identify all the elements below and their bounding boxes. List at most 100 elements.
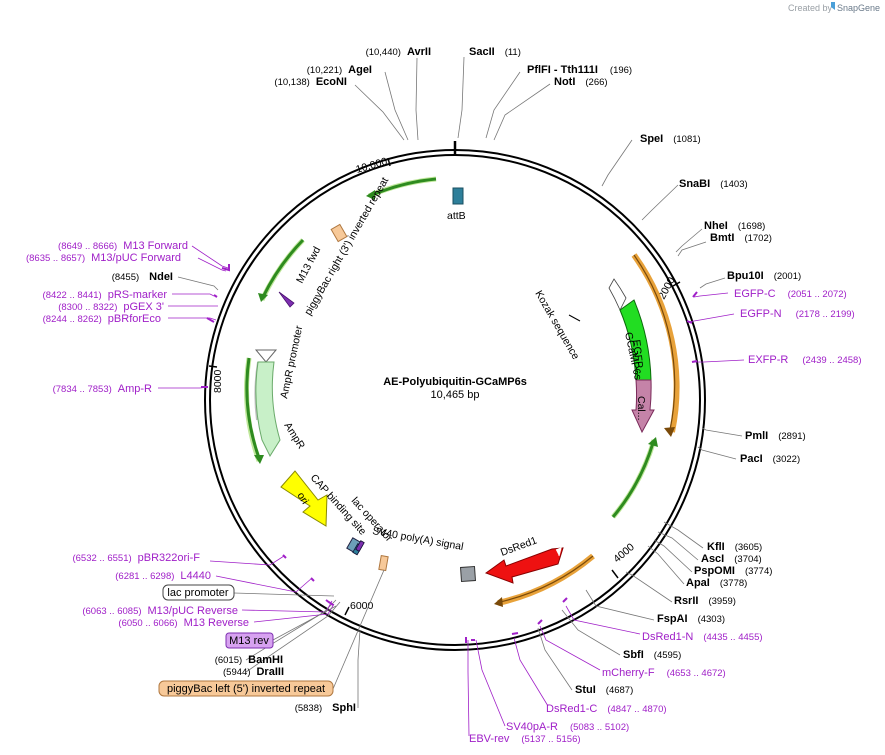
ampr-feature[interactable]: [255, 361, 281, 458]
primer-pgex-3[interactable]: (8300 .. 8322)pGEX 3': [58, 301, 164, 313]
boxed-feature-labels: lac promoter M13 rev piggyBac left (5') …: [158, 569, 385, 697]
piggybac-right-feature[interactable]: [330, 223, 348, 243]
arrow-right-bg: [611, 439, 657, 519]
primer-prs-marker[interactable]: (8422 .. 8441)pRS-marker: [43, 289, 168, 301]
attb-feature[interactable]: [452, 187, 464, 205]
primer-pbrforeco[interactable]: (8244 .. 8262)pBRforEco: [43, 313, 161, 325]
tick-label-4000: 4000: [611, 541, 637, 565]
tick-2000: [672, 281, 681, 287]
site-snabi[interactable]: SnaBI(1403): [679, 178, 748, 190]
sv40-polya-feature[interactable]: [459, 565, 477, 583]
site-apai[interactable]: ApaI(3778): [686, 577, 747, 589]
primer-m13-puc-reverse[interactable]: (6063 .. 6085)M13/pUC Reverse: [82, 605, 238, 617]
site-agei[interactable]: (10,221)AgeI: [307, 64, 372, 76]
m13-fwd-label: M13 fwd: [294, 245, 323, 286]
site-pflfi-tth111i[interactable]: PflFI - Tth111I(196): [527, 64, 632, 76]
primer-mcherry-f[interactable]: mCherry-F(4653 .. 4672): [602, 667, 726, 679]
tick-4000: [611, 569, 619, 579]
cal-feature[interactable]: [631, 379, 655, 434]
site-leader-lines: [177, 56, 743, 708]
piggybac-left-box[interactable]: [158, 680, 334, 697]
site-kfli[interactable]: KflI(3605): [707, 541, 762, 553]
primer-labels: (8649 .. 8666)M13 Forward (8635 .. 8657)…: [26, 240, 862, 745]
site-sbfi[interactable]: SbfI(4595): [623, 649, 681, 661]
primer-sv40pa-r[interactable]: SV40pA-R(5083 .. 5102): [506, 721, 629, 733]
site-econi[interactable]: (10,138)EcoNI: [274, 76, 347, 88]
primer-m13-reverse[interactable]: (6050 .. 6066)M13 Reverse: [118, 617, 249, 629]
lac-promoter-label: lac promoter: [167, 587, 228, 599]
primer-leader-lines: [158, 245, 745, 737]
snapgene-logo-icon: [831, 2, 835, 10]
attb-label: attB: [447, 210, 466, 222]
piggybac-left-feature[interactable]: [378, 555, 389, 572]
lac-cluster-feature[interactable]: [346, 537, 365, 556]
primer-pbr322ori-f[interactable]: (6532 .. 6551)pBR322ori-F: [72, 552, 200, 564]
primer-marks: [201, 264, 698, 643]
site-labels: (10,440)AvrII SacII(11) PflFI - Tth111I(…: [112, 46, 806, 714]
primer-dsred1-n[interactable]: DsRed1-N(4435 .. 4455): [642, 631, 763, 643]
created-by-text: Created by: [788, 3, 833, 13]
orange-arc-bottom-head: [494, 597, 503, 607]
tick-8000: [208, 365, 218, 368]
orange-arc-cores: [499, 254, 676, 603]
egfp-label: EGFP...: [630, 339, 646, 376]
primer-egfp-c[interactable]: EGFP-C(2051 .. 2072): [734, 288, 847, 300]
dsred1-label: DsRed1: [499, 535, 539, 559]
ori-feature[interactable]: [280, 470, 328, 527]
lac-promoter-box[interactable]: [162, 584, 235, 601]
arrow-left-upper-bg: [259, 238, 305, 302]
site-spei[interactable]: SpeI(1081): [640, 133, 701, 145]
primer-l4440[interactable]: (6281 .. 6298)L4440: [115, 570, 211, 582]
primer-m13-forward[interactable]: (8649 .. 8666)M13 Forward: [58, 240, 188, 252]
site-stui[interactable]: StuI(4687): [575, 684, 633, 696]
site-asci[interactable]: AscI(3704): [701, 553, 762, 565]
site-sphi[interactable]: (5838)SphI: [295, 702, 356, 714]
ori-label: ori: [294, 490, 310, 506]
m13-rev-label: M13 rev: [229, 635, 269, 647]
site-ndei[interactable]: (8455)NdeI: [112, 271, 173, 283]
site-rsrii[interactable]: RsrII(3959): [674, 595, 736, 607]
arrow-left-lower: [245, 357, 261, 459]
kozak-label: Kozak sequence: [532, 289, 581, 362]
m13-rev-box[interactable]: [225, 632, 274, 649]
site-bpu10i[interactable]: Bpu10I(2001): [727, 270, 801, 282]
site-paci[interactable]: PacI(3022): [740, 453, 800, 465]
ampr-promoter-feature[interactable]: [254, 349, 278, 363]
site-avrii[interactable]: (10,440)AvrII: [366, 46, 431, 58]
site-pmli[interactable]: PmlI(2891): [745, 430, 806, 442]
ampr-label: AmpR: [281, 420, 307, 451]
direction-arrowheads: [254, 190, 658, 464]
backbone-ticks: 2000 4000 6000 8000 10,000: [208, 155, 681, 616]
gcamp-start-hatch: [608, 278, 627, 311]
cal-label: Cal...: [635, 396, 647, 421]
site-pspomi[interactable]: PspOMI(3774): [694, 565, 772, 577]
m13-fwd-feature[interactable]: [278, 291, 295, 308]
tick-10000: [387, 157, 391, 167]
plasmid-size: 10,465 bp: [431, 389, 480, 401]
dsred1-feature[interactable]: [484, 547, 564, 584]
piggybac-left-label: piggyBac left (5') inverted repeat: [167, 683, 325, 695]
primer-exfp-r[interactable]: EXFP-R(2439 .. 2458): [748, 354, 862, 366]
site-sacii[interactable]: SacII(11): [469, 46, 521, 58]
tick-label-10000: 10,000: [355, 155, 389, 175]
kozak-feature[interactable]: [568, 314, 581, 322]
site-draiii[interactable]: (5944)DraIII: [223, 666, 284, 678]
primer-egfp-n[interactable]: EGFP-N(2178 .. 2199): [740, 308, 855, 320]
primer-amp-r[interactable]: (7834 .. 7853)Amp-R: [53, 383, 152, 395]
site-nhei[interactable]: NheI(1698): [704, 220, 765, 232]
site-fspai[interactable]: FspAI(4303): [657, 613, 725, 625]
tick-6000: [344, 606, 350, 616]
site-noti[interactable]: NotI(266): [554, 76, 608, 88]
site-bmti[interactable]: BmtI(1702): [710, 232, 772, 244]
arrow-top: [371, 177, 437, 197]
backbone: [204, 141, 706, 651]
plasmid-name: AE-Polyubiquitin-GCaMP6s: [383, 376, 527, 388]
sv40-polya-label: SV40 poly(A) signal: [371, 525, 464, 553]
primer-m13-puc-forward[interactable]: (8635 .. 8657)M13/pUC Forward: [26, 252, 181, 264]
primer-ebv-rev[interactable]: EBV-rev(5137 .. 5156): [469, 733, 581, 745]
dsred1-hatch: [555, 547, 562, 557]
tick-label-8000: 8000: [212, 369, 224, 393]
site-bamhi[interactable]: (6015)BamHI: [215, 654, 283, 666]
primer-dsred1-c[interactable]: DsRed1-C(4847 .. 4870): [546, 703, 667, 715]
